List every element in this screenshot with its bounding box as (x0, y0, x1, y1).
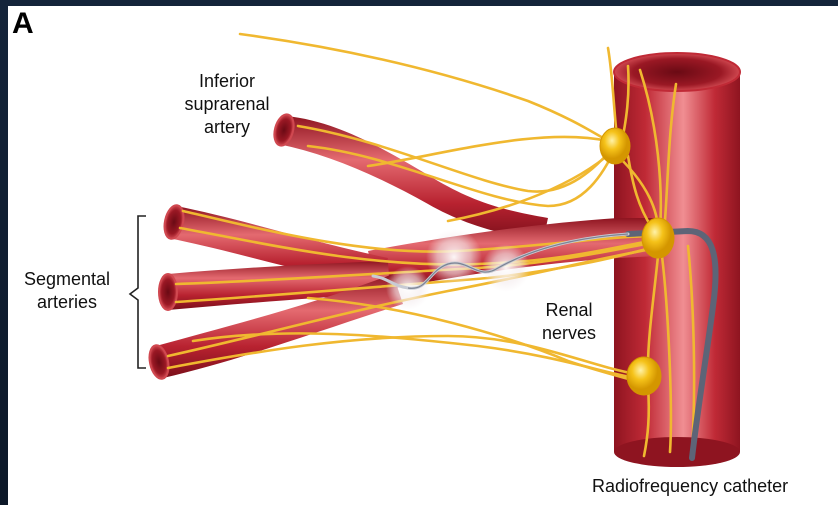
label-line: artery (168, 116, 286, 139)
label-line: arteries (12, 291, 122, 314)
label-line: suprarenal (168, 93, 286, 116)
panel-letter: A (12, 8, 34, 40)
renal-anatomy-illustration (8, 6, 838, 505)
label-line: Segmental (12, 268, 122, 291)
label-inferior-suprarenal-artery: Inferior suprarenal artery (168, 70, 286, 139)
diagram-panel: A Inferior suprarenal artery Segmental a… (8, 6, 838, 505)
label-line: Inferior (168, 70, 286, 93)
ganglion-lower (627, 357, 661, 395)
aorta (614, 53, 740, 467)
ganglion-middle (642, 218, 674, 258)
inferior-suprarenal-artery (271, 112, 548, 241)
segmental-bracket (130, 216, 146, 368)
label-segmental-arteries: Segmental arteries (12, 268, 122, 314)
label-line: nerves (536, 322, 602, 345)
label-line: Renal (536, 299, 602, 322)
label-radiofrequency-catheter: Radiofrequency catheter (592, 475, 788, 498)
label-renal-nerves: Renal nerves (536, 299, 602, 345)
ganglion-upper (600, 128, 630, 164)
